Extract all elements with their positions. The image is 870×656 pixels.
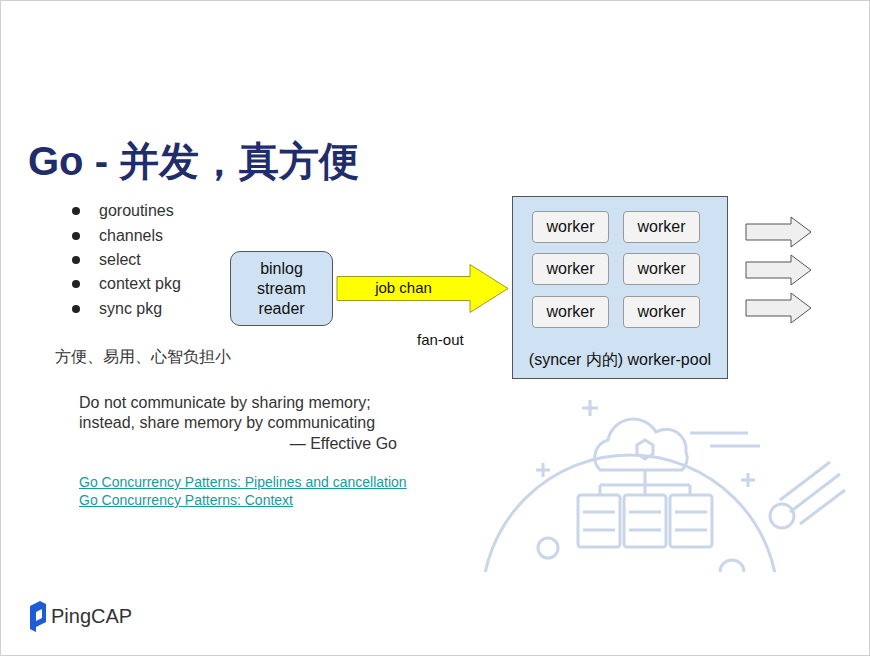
quote-text: Do not communicate by sharing memory; in… xyxy=(79,393,399,433)
node-text: worker xyxy=(637,217,685,237)
job-channel-arrow xyxy=(337,265,508,313)
output-arrows xyxy=(746,217,811,323)
node-text: worker xyxy=(546,217,594,237)
node-text: worker xyxy=(637,302,685,322)
cloud-illustration xyxy=(482,400,845,572)
worker-box: worker xyxy=(623,211,700,243)
node-text: worker xyxy=(637,259,685,279)
worker-box: worker xyxy=(532,211,609,243)
summary-note: 方便、易用、心智负担小 xyxy=(55,347,231,367)
node-text: (syncer 内的) worker-pool xyxy=(513,350,727,370)
bullet-item: sync pkg xyxy=(99,299,162,319)
edge-label: job chan xyxy=(375,279,432,298)
worker-box: worker xyxy=(532,253,609,285)
worker-box: worker xyxy=(623,253,700,285)
fan-out-label: fan-out xyxy=(417,331,464,350)
bullet-item: goroutines xyxy=(99,201,174,221)
worker-box: worker xyxy=(532,296,609,328)
pingcap-logo-icon xyxy=(30,601,46,632)
reference-link: Go Concurrency Patterns: Pipelines and c… xyxy=(79,474,407,492)
reader-box: binlog stream reader xyxy=(230,251,333,326)
node-text: worker xyxy=(546,302,594,322)
bullet-dots xyxy=(72,207,80,313)
quote-attribution: — Effective Go xyxy=(290,434,397,454)
reference-link: Go Concurrency Patterns: Context xyxy=(79,492,293,510)
node-text: worker xyxy=(546,259,594,279)
worker-pool-box: (syncer 内的) worker-pool worker worker worke… xyxy=(512,196,728,379)
slide-title: Go - 并发，真方便 xyxy=(28,136,359,186)
bullet-item: channels xyxy=(99,226,163,246)
bullet-item: select xyxy=(99,250,141,270)
bullet-item: context pkg xyxy=(99,274,181,294)
worker-box: worker xyxy=(623,296,700,328)
brand-name: PingCAP xyxy=(51,604,132,629)
node-text: binlog stream reader xyxy=(242,259,322,319)
